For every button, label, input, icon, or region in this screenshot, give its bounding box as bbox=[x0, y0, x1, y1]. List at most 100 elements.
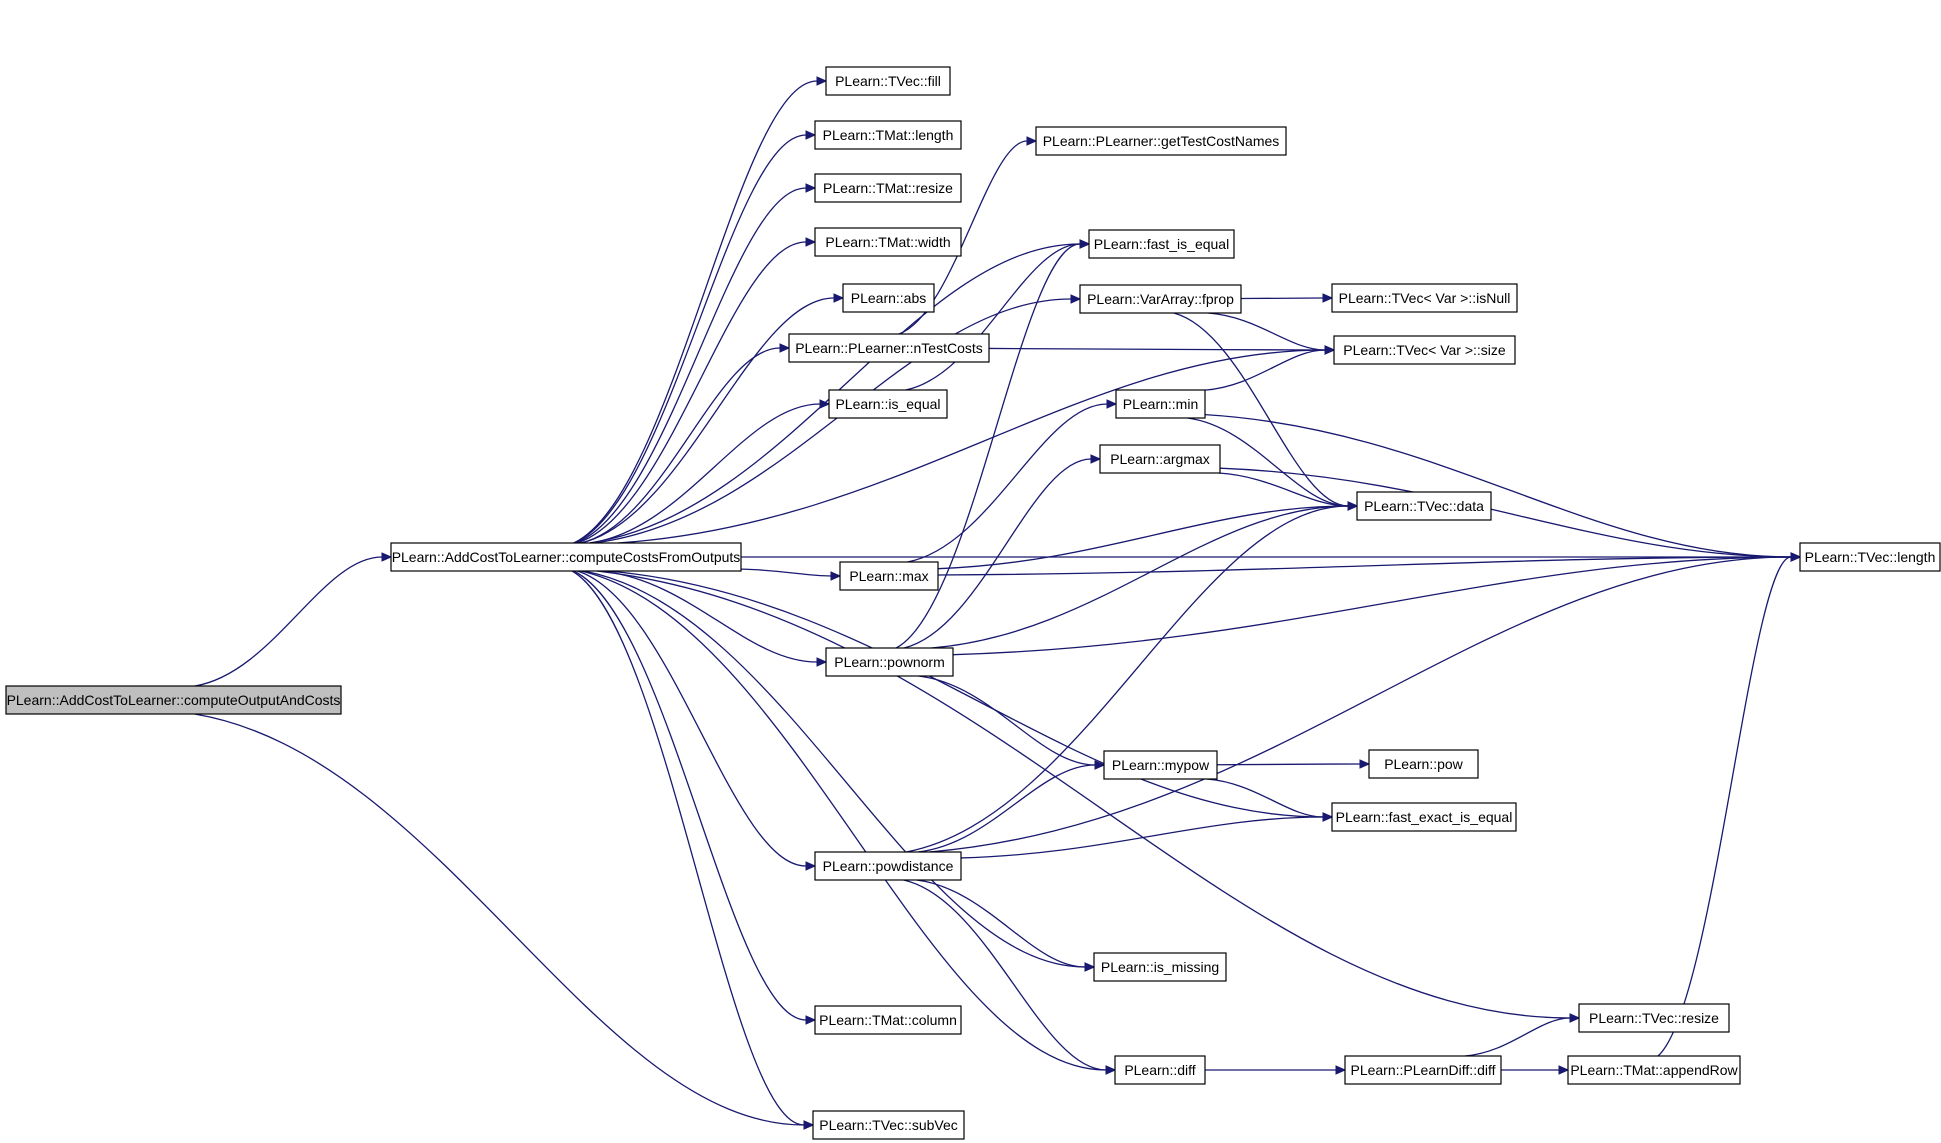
call-edge bbox=[577, 570, 817, 871]
graph-node-box bbox=[814, 227, 962, 257]
call-edge bbox=[194, 713, 815, 1130]
graph-node-column[interactable]: PLearn::TMat::column bbox=[814, 1005, 962, 1035]
call-edge-arrowhead bbox=[779, 343, 791, 353]
graph-node-box bbox=[1578, 1003, 1730, 1033]
graph-node-label: PLearn::TMat::length bbox=[823, 127, 954, 143]
call-edge-arrowhead bbox=[1090, 454, 1102, 464]
call-edge bbox=[903, 879, 1117, 1075]
call-edge-line bbox=[1173, 312, 1349, 507]
call-edge-arrowhead bbox=[816, 76, 828, 86]
call-edge bbox=[1208, 312, 1336, 355]
graph-node-subvec[interactable]: PLearn::TVec::subVec bbox=[812, 1110, 965, 1140]
call-edge-arrowhead bbox=[805, 861, 817, 871]
call-edge-line bbox=[580, 570, 1107, 1071]
call-edge-line bbox=[583, 570, 1086, 968]
call-edge-line bbox=[617, 349, 1326, 544]
call-edge bbox=[607, 570, 1334, 822]
graph-node-pow[interactable]: PLearn::pow bbox=[1368, 749, 1479, 779]
graph-node-tmat-width[interactable]: PLearn::TMat::width bbox=[814, 227, 962, 257]
graph-node-tvec-data[interactable]: PLearn::TVec::data bbox=[1356, 491, 1492, 521]
graph-node-box bbox=[1035, 126, 1287, 156]
call-edge-arrowhead bbox=[1094, 760, 1106, 770]
graph-node-box bbox=[1099, 444, 1221, 474]
graph-node-fill[interactable]: PLearn::TVec::fill bbox=[825, 66, 951, 96]
graph-node-label: PLearn::PLearner::getTestCostNames bbox=[1043, 133, 1280, 149]
call-edge bbox=[918, 675, 1106, 770]
call-edge-line bbox=[580, 297, 835, 544]
graph-node-ntestcosts[interactable]: PLearn::PLearner::nTestCosts bbox=[788, 333, 990, 363]
call-edge bbox=[573, 570, 817, 1025]
graph-node-box bbox=[814, 851, 962, 881]
call-edge bbox=[571, 570, 815, 1130]
graph-node-root[interactable]: PLearn::AddCostToLearner::computeOutputA… bbox=[5, 685, 342, 715]
graph-node-label: PLearn::TVec::fill bbox=[835, 73, 941, 89]
graph-node-box bbox=[1079, 284, 1242, 314]
call-edge bbox=[574, 130, 817, 544]
call-edge-line bbox=[194, 713, 805, 1126]
call-edge-line bbox=[988, 347, 1326, 351]
call-edge bbox=[917, 760, 1106, 853]
call-edge-line bbox=[916, 879, 1086, 968]
call-edge-arrowhead bbox=[1790, 552, 1802, 562]
graph-node-label: PLearn::VarArray::fprop bbox=[1087, 291, 1234, 307]
graph-node-is-missing[interactable]: PLearn::is_missing bbox=[1093, 952, 1227, 982]
call-edge-line bbox=[905, 243, 1081, 391]
graph-node-label: PLearn::TMat::appendRow bbox=[1570, 1062, 1738, 1078]
graph-node-powdistance[interactable]: PLearn::powdistance bbox=[814, 851, 962, 881]
graph-node-box bbox=[825, 647, 954, 677]
graph-node-tvec-resize[interactable]: PLearn::TVec::resize bbox=[1578, 1003, 1730, 1033]
graph-node-plearndiff[interactable]: PLearn::PLearnDiff::diff bbox=[1344, 1055, 1502, 1085]
call-graph-edges bbox=[194, 76, 1802, 1130]
graph-node-appendrow[interactable]: PLearn::TMat::appendRow bbox=[1567, 1055, 1741, 1085]
graph-node-ccfo[interactable]: PLearn::AddCostToLearner::computeCostsFr… bbox=[390, 542, 742, 572]
call-edge-arrowhead bbox=[1359, 759, 1371, 769]
graph-node-fprop[interactable]: PLearn::VarArray::fprop bbox=[1079, 284, 1242, 314]
graph-node-label: PLearn::TVec::data bbox=[1364, 498, 1484, 514]
call-edge bbox=[194, 552, 393, 687]
call-edge-arrowhead bbox=[805, 1015, 817, 1025]
call-edge-arrowhead bbox=[1079, 239, 1091, 249]
graph-node-fast-exact-is-equal[interactable]: PLearn::fast_exact_is_equal bbox=[1331, 802, 1517, 832]
graph-node-label: PLearn::mypow bbox=[1112, 757, 1210, 773]
call-edge-line bbox=[577, 570, 807, 867]
graph-node-box bbox=[1368, 749, 1479, 779]
graph-node-label: PLearn::TMat::column bbox=[819, 1012, 957, 1028]
graph-node-box bbox=[788, 333, 990, 363]
graph-node-is-equal[interactable]: PLearn::is_equal bbox=[828, 389, 948, 419]
graph-node-label: PLearn::TVec::resize bbox=[1589, 1010, 1719, 1026]
graph-node-max[interactable]: PLearn::max bbox=[839, 561, 939, 591]
graph-node-label: PLearn::max bbox=[849, 568, 928, 584]
graph-node-min[interactable]: PLearn::min bbox=[1115, 389, 1206, 419]
call-edge-arrowhead bbox=[805, 183, 817, 193]
graph-node-box bbox=[814, 1005, 962, 1035]
graph-node-tvec-length[interactable]: PLearn::TVec::length bbox=[1799, 542, 1941, 572]
graph-node-label: PLearn::AddCostToLearner::computeCostsFr… bbox=[392, 549, 741, 565]
graph-node-mypow[interactable]: PLearn::mypow bbox=[1103, 750, 1218, 780]
call-edge bbox=[1204, 345, 1336, 391]
call-edge-arrowhead bbox=[1335, 1065, 1347, 1075]
graph-node-tmat-length[interactable]: PLearn::TMat::length bbox=[814, 120, 962, 150]
call-edge bbox=[960, 812, 1334, 859]
graph-node-tmat-resize[interactable]: PLearn::TMat::resize bbox=[814, 173, 962, 203]
graph-node-fast-is-equal[interactable]: PLearn::fast_is_equal bbox=[1088, 229, 1235, 259]
graph-node-gettestcostnames[interactable]: PLearn::PLearner::getTestCostNames bbox=[1035, 126, 1287, 156]
call-edge bbox=[573, 76, 828, 544]
call-edge bbox=[906, 501, 1359, 853]
graph-node-pownorm[interactable]: PLearn::pownorm bbox=[825, 647, 954, 677]
graph-node-diff[interactable]: PLearn::diff bbox=[1114, 1055, 1206, 1085]
call-edge bbox=[575, 183, 817, 544]
graph-node-abs[interactable]: PLearn::abs bbox=[842, 283, 935, 313]
graph-node-var-size[interactable]: PLearn::TVec< Var >::size bbox=[1333, 335, 1516, 365]
call-edge bbox=[580, 570, 1117, 1075]
call-edge bbox=[600, 570, 828, 667]
call-edge bbox=[907, 399, 1118, 563]
call-edge-line bbox=[575, 187, 807, 544]
graph-node-argmax[interactable]: PLearn::argmax bbox=[1099, 444, 1221, 474]
graph-node-isnull[interactable]: PLearn::TVec< Var >::isNull bbox=[1331, 283, 1518, 313]
call-edge-arrowhead bbox=[816, 657, 828, 667]
call-edge-line bbox=[1240, 297, 1324, 300]
call-edge-line bbox=[1218, 472, 1349, 507]
call-edge-line bbox=[573, 80, 818, 544]
call-edge-arrowhead bbox=[830, 571, 842, 581]
call-edge-line bbox=[589, 243, 1081, 544]
